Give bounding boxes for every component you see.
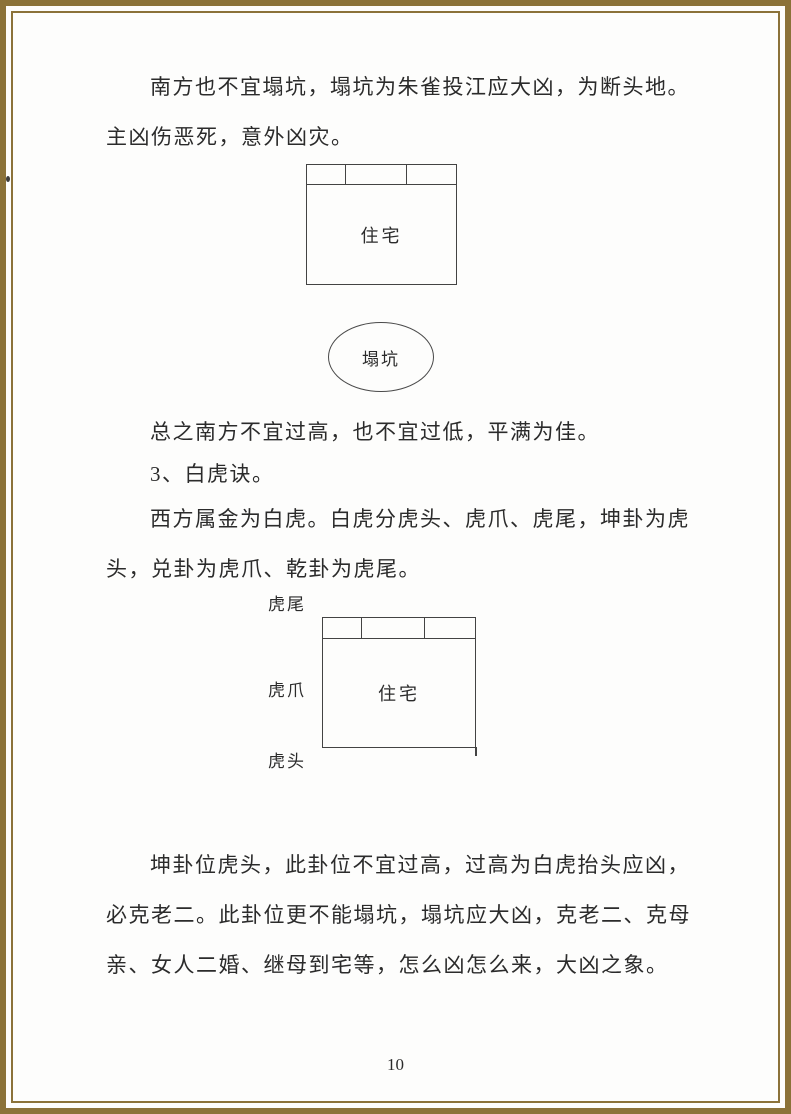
paragraph-south-summary: 总之南方不宜过高，也不宜过低，平满为佳。 — [106, 407, 698, 457]
paragraph-tiger-intro: 西方属金为白虎。白虎分虎头、虎爪、虎尾，坤卦为虎 头，兑卦为虎爪、乾卦为虎尾。 — [106, 494, 698, 594]
tiger-tail-label: 虎尾 — [268, 595, 306, 614]
text-line: 主凶伤恶死，意外凶灾。 — [106, 125, 354, 149]
paragraph-kun-warning: 坤卦位虎头，此卦位不宜过高，过高为白虎抬头应凶， 必克老二。此卦位更不能塌坑，塌… — [106, 840, 698, 990]
room-cell — [346, 165, 407, 184]
pit-ellipse: 塌坑 — [328, 322, 434, 392]
house-top-rooms — [322, 617, 476, 639]
house-label: 住宅 — [378, 684, 420, 704]
house-outline: 住宅 — [322, 639, 477, 756]
text-line: 亲、女人二婚、继母到宅等，怎么凶怎么来，大凶之象。 — [106, 953, 669, 977]
house-label: 住宅 — [360, 225, 403, 246]
text-line: 坤卦位虎头，此卦位不宜过高，过高为白虎抬头应凶， — [150, 853, 690, 877]
scan-artifact-dot — [6, 176, 10, 182]
house-outline: 住宅 — [306, 185, 457, 285]
text-line: 必克老二。此卦位更不能塌坑，塌坑应大凶，克老二、克母 — [106, 903, 691, 927]
room-cell — [323, 618, 363, 638]
room-cell — [407, 165, 456, 184]
paragraph-south-warning: 南方也不宜塌坑，塌坑为朱雀投江应大凶，为断头地。 主凶伤恶死，意外凶灾。 — [106, 62, 698, 162]
section-heading-white-tiger: 3、白虎诀。 — [106, 449, 698, 499]
heading-line: 3、白虎诀。 — [150, 462, 275, 486]
room-cell — [362, 618, 425, 638]
house-top-rooms — [306, 164, 457, 185]
room-cell — [307, 165, 346, 184]
text-line: 西方属金为白虎。白虎分虎头、虎爪、虎尾，坤卦为虎 — [150, 507, 690, 531]
text-line: 总之南方不宜过高，也不宜过低，平满为佳。 — [150, 420, 600, 444]
page-number: 10 — [387, 1055, 404, 1074]
pit-label: 塌坑 — [362, 349, 400, 369]
tiger-head-label: 虎头 — [268, 752, 306, 771]
diagram-house-south: 住宅 — [306, 164, 457, 285]
room-cell — [425, 618, 475, 638]
text-line: 南方也不宜塌坑，塌坑为朱雀投江应大凶，为断头地。 — [150, 75, 690, 99]
text-line: 头，兑卦为虎爪、乾卦为虎尾。 — [106, 557, 421, 581]
tiger-claw-label: 虎爪 — [268, 681, 306, 700]
